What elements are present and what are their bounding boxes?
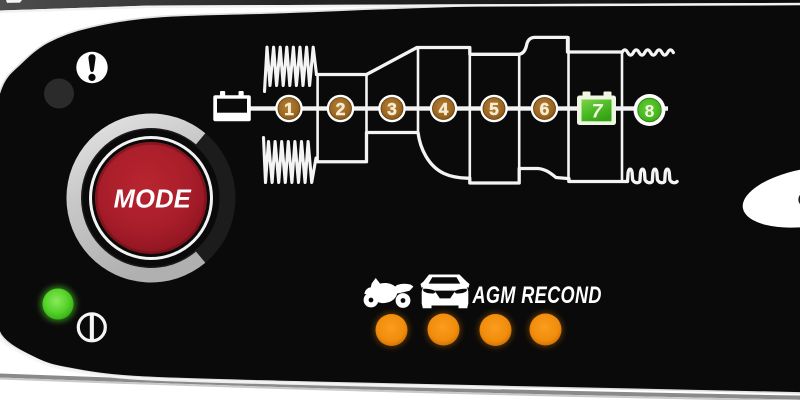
svg-text:7: 7 [592,101,604,123]
svg-text:6: 6 [540,99,550,119]
svg-text:5: 5 [489,99,499,119]
svg-text:4: 4 [439,99,449,119]
svg-text:AGM RECOND: AGM RECOND [472,283,602,309]
svg-text:3: 3 [387,99,397,119]
svg-text:1: 1 [284,99,294,119]
svg-text:8: 8 [645,101,655,121]
svg-text:2: 2 [336,99,346,119]
svg-text:MODE: MODE [114,185,192,213]
